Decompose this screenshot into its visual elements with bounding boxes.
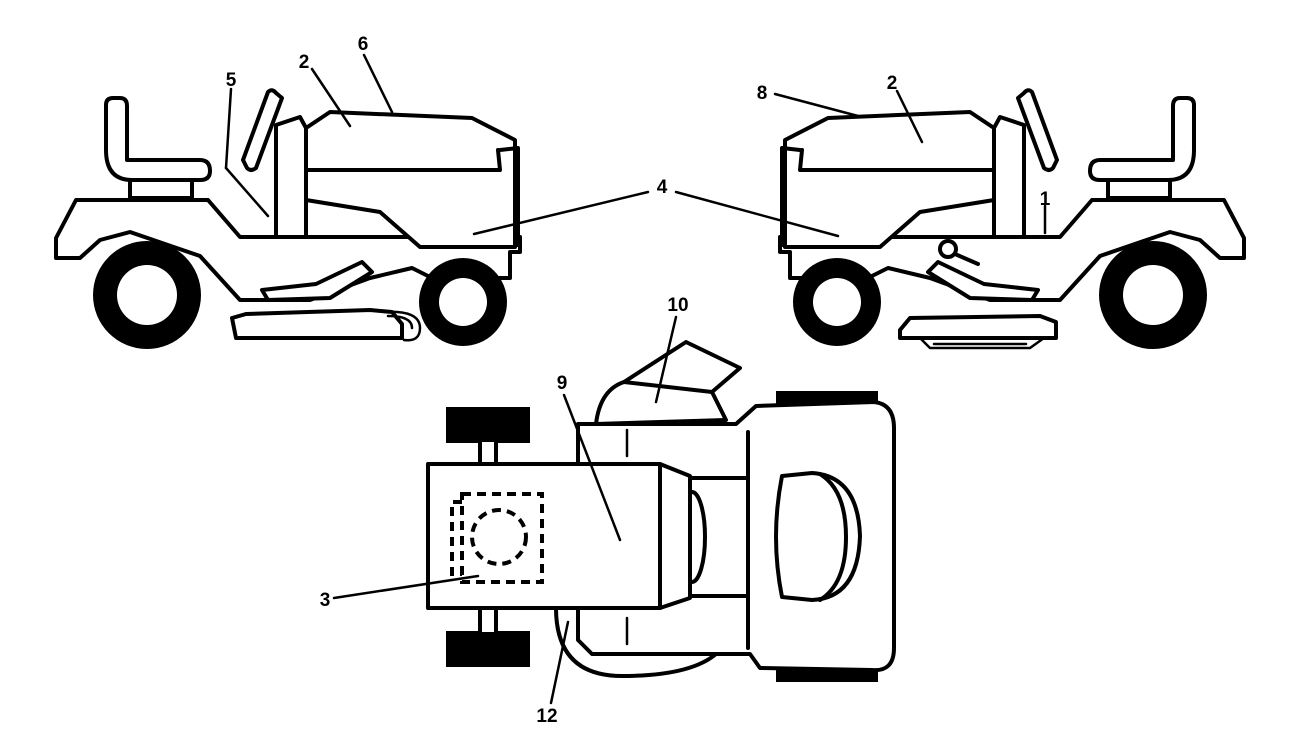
front-wheel-top-upper xyxy=(446,407,530,443)
fender-left xyxy=(54,198,522,302)
axle-lower xyxy=(478,605,498,636)
foot-pedal-right xyxy=(926,260,1040,302)
hood-right xyxy=(783,110,996,249)
engine-flywheel-outline xyxy=(470,508,528,566)
front-hub-right xyxy=(813,278,861,326)
hood-top-line-right xyxy=(798,148,996,172)
seat-back-top xyxy=(818,472,848,602)
leader-5a xyxy=(224,87,233,170)
ignition-key-icon xyxy=(938,239,958,259)
hood-top xyxy=(426,462,692,610)
discharge-chute xyxy=(594,340,742,426)
callout-12: 12 xyxy=(536,706,557,727)
front-wheel-top-lower xyxy=(446,631,530,667)
leader-4a xyxy=(472,190,650,236)
mower-deck-left xyxy=(230,308,404,340)
mower-deck-right xyxy=(898,314,1058,340)
leader-2-left xyxy=(310,67,352,128)
hood-top-line-left xyxy=(304,148,502,172)
hood-grille-left xyxy=(498,146,520,247)
callout-2-right: 2 xyxy=(887,73,898,94)
callout-3: 3 xyxy=(320,590,331,611)
foot-pedal-left xyxy=(260,260,374,302)
leader-4b xyxy=(674,190,840,238)
mower-top-view xyxy=(426,340,896,682)
callout-leader-lines xyxy=(224,53,1047,705)
front-hub-left xyxy=(439,278,487,326)
leader-8 xyxy=(773,92,860,118)
steering-wheel-left xyxy=(241,88,284,172)
seat-base-right xyxy=(1106,178,1172,200)
rear-hub-right xyxy=(1123,265,1183,325)
leader-5b xyxy=(224,166,270,218)
seat-base-left xyxy=(128,178,194,200)
callout-labels: 1 2 2 3 4 5 6 8 9 10 12 xyxy=(226,34,1051,727)
rear-hub-left xyxy=(117,265,177,325)
mower-right-side-view xyxy=(778,88,1246,350)
seat-top xyxy=(774,471,862,602)
leader-10 xyxy=(654,315,678,404)
callout-2-left: 2 xyxy=(299,52,310,73)
deck-hose-inner-left xyxy=(386,314,414,330)
callout-4: 4 xyxy=(657,177,668,198)
leader-12 xyxy=(549,620,570,705)
callout-5: 5 xyxy=(226,70,237,91)
steering-column-left xyxy=(274,115,308,239)
steering-wheel-right xyxy=(1016,88,1059,172)
callout-6: 6 xyxy=(358,34,369,55)
seat-right xyxy=(1088,96,1196,182)
leader-9 xyxy=(562,393,622,542)
mower-left-side-view xyxy=(54,88,522,349)
hood-left xyxy=(304,110,517,249)
deck-skirt-right xyxy=(918,336,1046,350)
leader-3 xyxy=(332,574,480,600)
deck-hose-left xyxy=(382,310,422,342)
seat-left xyxy=(104,96,212,182)
engine-outline-tab xyxy=(450,500,462,576)
hood-grille-right xyxy=(780,146,802,247)
leader-2-right xyxy=(895,89,924,144)
callout-9: 9 xyxy=(557,373,568,394)
fender-right xyxy=(778,198,1246,302)
leader-6 xyxy=(362,53,394,114)
callout-10: 10 xyxy=(667,295,688,316)
steering-column-right xyxy=(992,115,1026,239)
ignition-key-shaft xyxy=(953,252,980,266)
chute-inner-line xyxy=(622,380,714,394)
engine-outline xyxy=(460,492,544,584)
callout-8: 8 xyxy=(757,83,768,104)
callout-1: 1 xyxy=(1040,189,1051,210)
